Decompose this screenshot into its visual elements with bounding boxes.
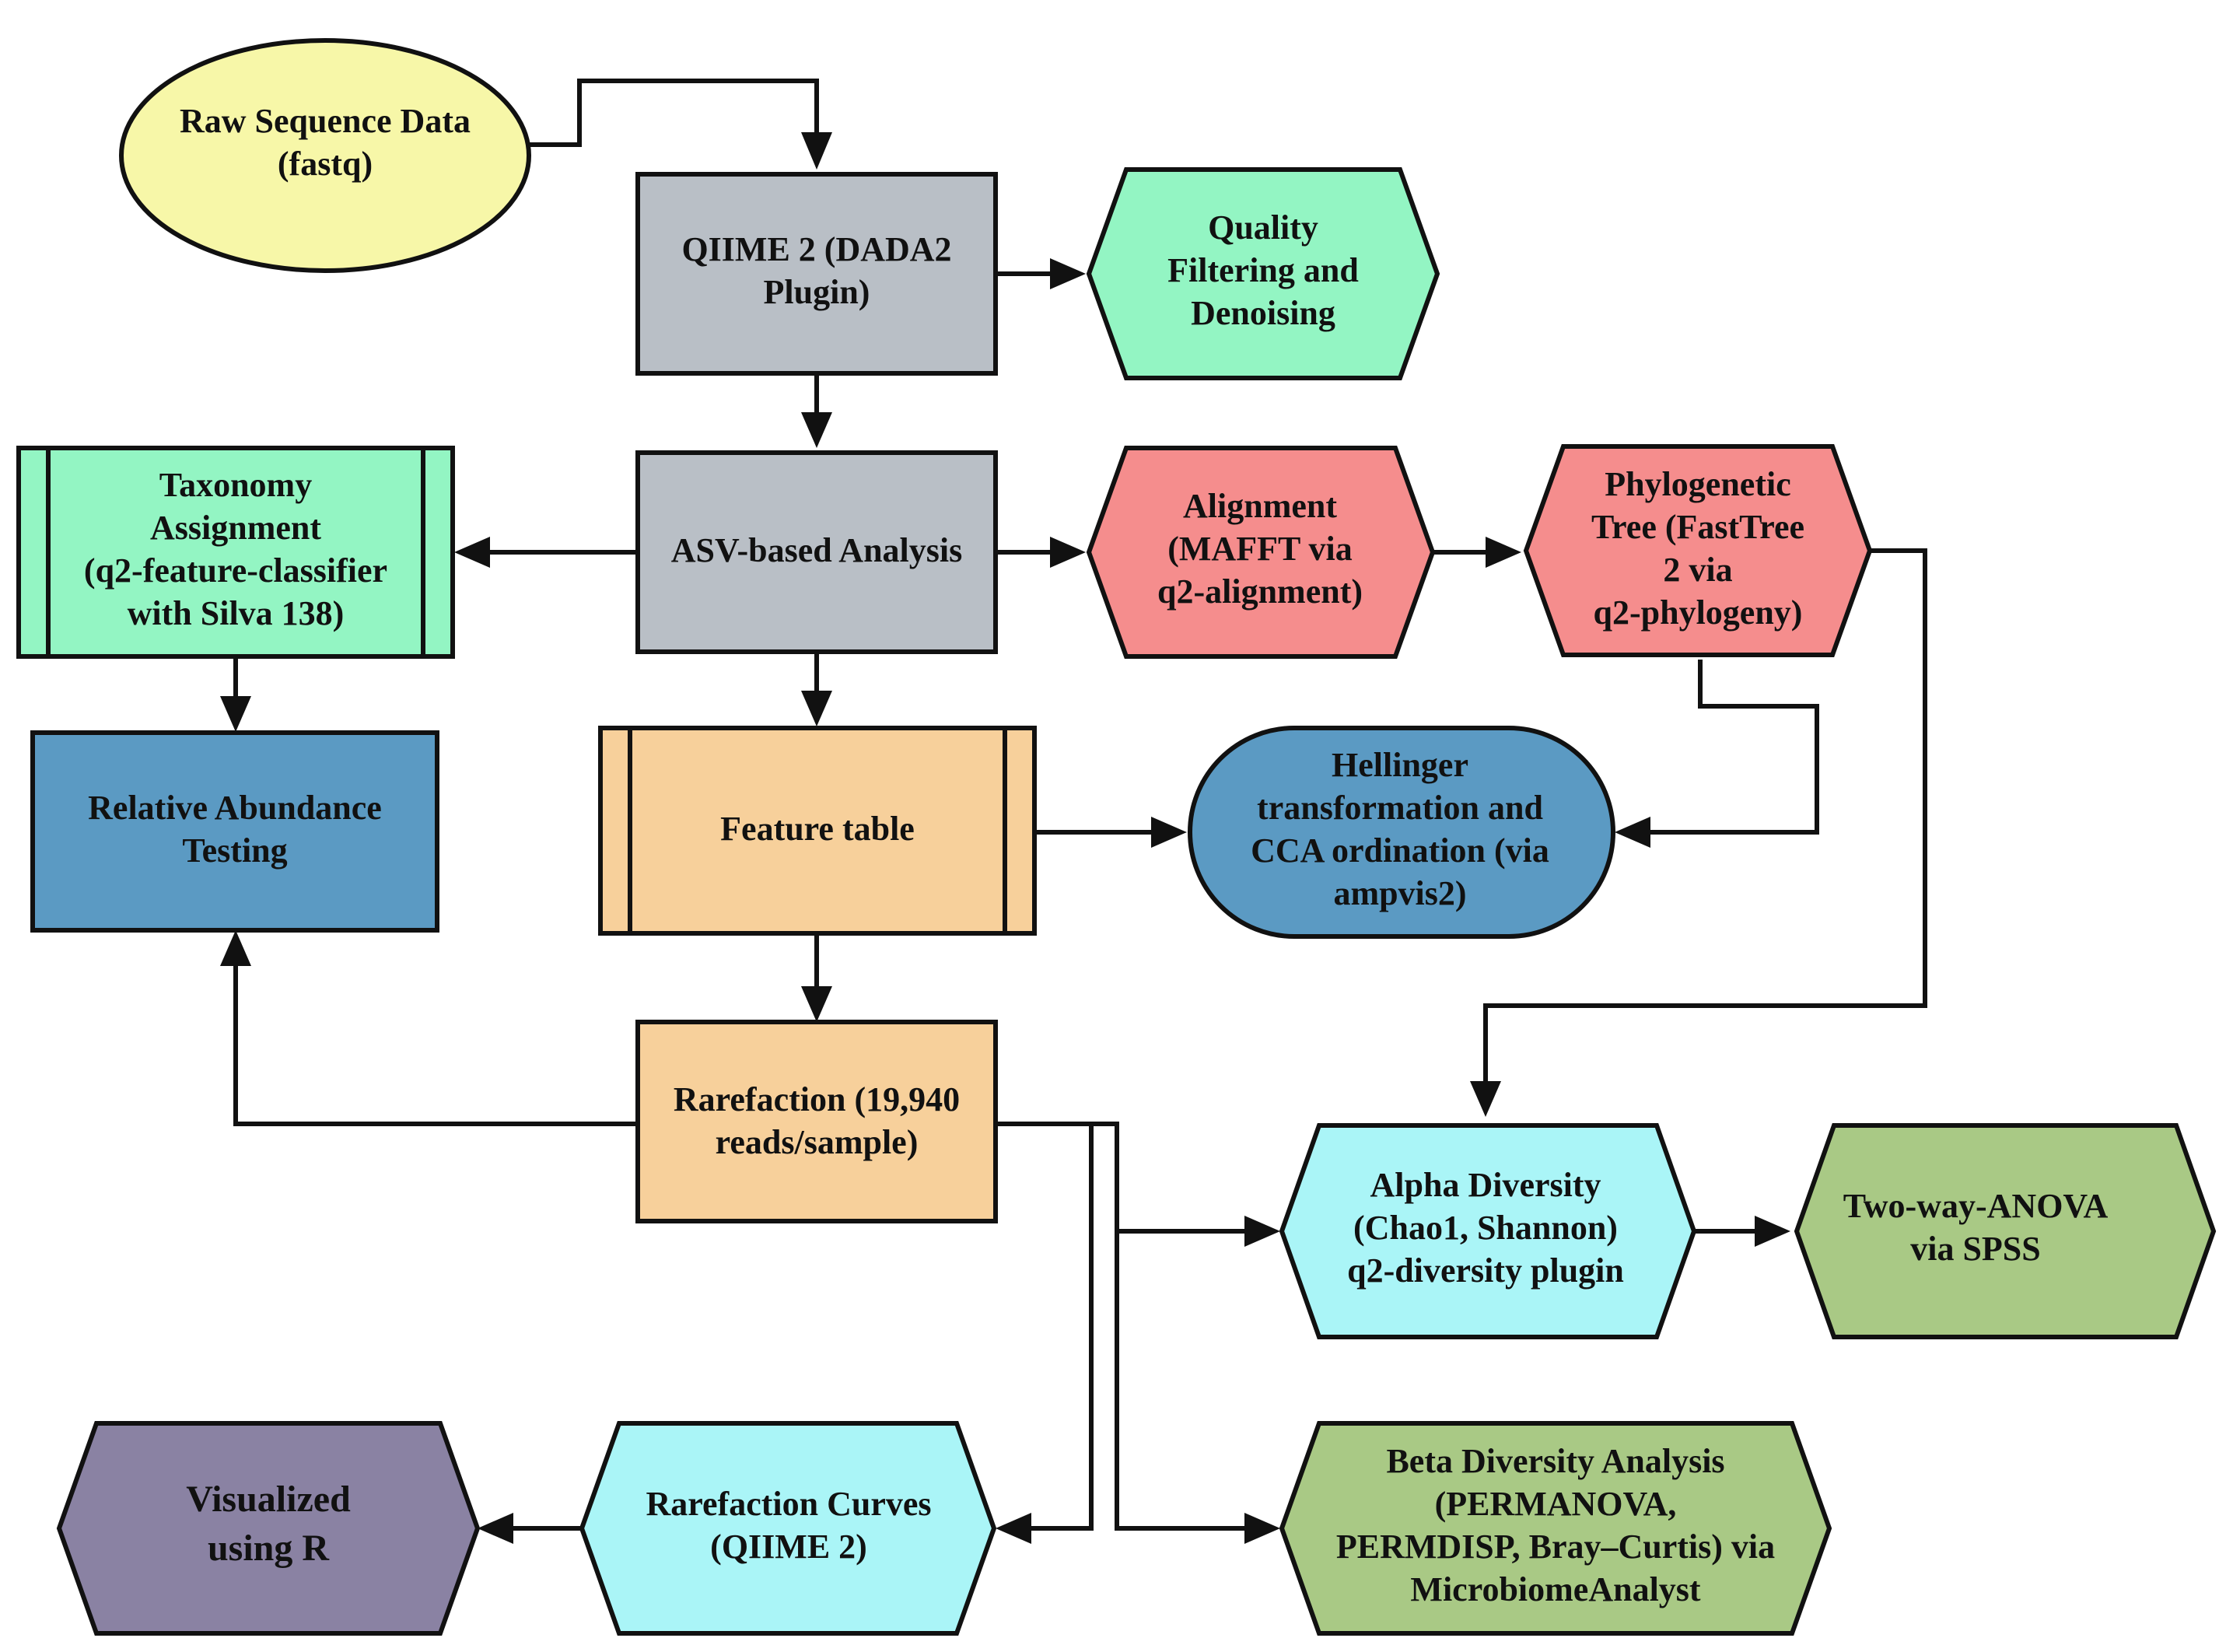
arrowhead — [1050, 258, 1086, 289]
node-label: with Silva 138) — [128, 594, 345, 632]
node-label: Testing — [182, 831, 287, 870]
node-label: Rarefaction Curves — [646, 1485, 932, 1523]
asv-box — [635, 450, 998, 654]
node-label: Plugin) — [764, 273, 870, 311]
arrowhead — [801, 132, 832, 170]
edge-phylogeny-to-alpha — [1483, 548, 1927, 1097]
node-raw-sequence-data: Raw Sequence Data (fastq) — [119, 38, 531, 273]
arrowhead — [1151, 817, 1187, 848]
node-label: QIIME 2 (DADA2 — [681, 230, 951, 268]
arrowhead — [478, 1513, 513, 1544]
node-label: Assignment — [150, 509, 321, 547]
node-label: (QIIME 2) — [710, 1528, 867, 1566]
arrowhead — [1615, 817, 1650, 848]
node-feature-table: Feature table — [598, 726, 1037, 936]
node-alpha-diversity: Alpha Diversity (Chao1, Shannon) q2-dive… — [1279, 1123, 1697, 1339]
node-visualized-using-r: Visualized using R — [56, 1421, 481, 1636]
node-rarefaction: Rarefaction (19,940 reads/sample) — [635, 1020, 998, 1223]
node-label: reads/sample) — [716, 1123, 919, 1161]
node-label: ASV-based Analysis — [671, 531, 963, 569]
arrowhead — [1244, 1216, 1280, 1247]
taxonomy-box — [16, 446, 455, 659]
node-label: (fastq) — [278, 145, 373, 183]
node-label: Hellinger — [1332, 746, 1468, 784]
edge-rarefaction-to-curves — [998, 1122, 1094, 1531]
arrowhead — [220, 930, 251, 966]
node-label: Quality — [1208, 208, 1318, 247]
node-label: q2-phylogeny) — [1594, 593, 1803, 632]
node-label: (PERMANOVA, — [1435, 1485, 1677, 1523]
node-quality-filtering: Quality Filtering and Denoising — [1086, 167, 1440, 380]
node-label: MicrobiomeAnalyst — [1410, 1570, 1700, 1608]
node-label: q2-alignment) — [1157, 572, 1363, 611]
hellinger-terminal — [1188, 726, 1615, 939]
rarefaction-box — [635, 1020, 998, 1223]
node-label: PERMDISP, Bray–Curtis) via — [1336, 1528, 1775, 1566]
phylogeny-hexagon — [1523, 444, 1873, 657]
node-beta-diversity: Beta Diversity Analysis (PERMANOVA, PERM… — [1279, 1421, 1832, 1636]
node-label: Visualized — [186, 1479, 351, 1520]
raw-data-ellipse — [119, 38, 531, 273]
node-label: (MAFFT via — [1167, 530, 1353, 568]
arrowhead — [801, 412, 832, 448]
node-taxonomy-assignment: Taxonomy Assignment (q2-feature-classifi… — [16, 446, 455, 659]
node-label: ampvis2) — [1333, 874, 1466, 912]
arrowhead — [454, 537, 490, 568]
node-label: Relative Abundance — [88, 789, 382, 827]
feature-table-box — [598, 726, 1037, 936]
node-asv-analysis: ASV-based Analysis — [635, 450, 998, 654]
node-label: Alpha Diversity — [1370, 1166, 1601, 1204]
node-label: Two-way-ANOVA — [1843, 1187, 2109, 1225]
node-alignment: Alignment (MAFFT via q2-alignment) — [1086, 446, 1436, 659]
node-label: Alignment — [1183, 487, 1337, 525]
arrowhead — [1244, 1513, 1280, 1544]
qiime-box — [635, 172, 998, 376]
arrowhead — [1470, 1081, 1501, 1117]
edge-rarefaction-to-alpha-beta — [998, 1122, 1260, 1531]
arrowhead — [1486, 537, 1521, 568]
node-label: 2 via — [1663, 551, 1732, 589]
node-two-way-anova: Two-way-ANOVA via SPSS — [1794, 1123, 2217, 1339]
arrowhead — [996, 1513, 1031, 1544]
connector-lines — [220, 79, 1927, 1544]
node-label: CCA ordination (via — [1251, 831, 1549, 870]
node-rarefaction-curves: Rarefaction Curves (QIIME 2) — [579, 1421, 997, 1636]
node-relative-abundance: Relative Abundance Testing — [30, 730, 439, 933]
alpha-hexagon — [1279, 1123, 1697, 1339]
node-label: Phylogenetic — [1605, 465, 1791, 503]
relative-abundance-box — [30, 730, 439, 933]
node-hellinger-cca: Hellinger transformation and CCA ordinat… — [1188, 726, 1615, 939]
node-label: Rarefaction (19,940 — [674, 1080, 960, 1118]
node-phylogenetic-tree: Phylogenetic Tree (FastTree 2 via q2-phy… — [1523, 444, 1873, 657]
edge-raw-to-qiime — [525, 79, 819, 148]
edge-phylogeny-to-hellinger — [1635, 660, 1819, 835]
arrowhead — [1755, 1216, 1790, 1247]
visualized-hexagon — [56, 1421, 481, 1636]
node-label: Denoising — [1191, 294, 1335, 332]
alignment-hexagon — [1086, 446, 1436, 659]
rarefaction-curves-hexagon — [579, 1421, 997, 1636]
beta-hexagon — [1279, 1421, 1832, 1636]
anova-hexagon — [1794, 1123, 2217, 1339]
node-label: (q2-feature-classifier — [84, 551, 387, 590]
node-label: Feature table — [720, 810, 915, 848]
node-label: Filtering and — [1167, 251, 1359, 289]
quality-hexagon — [1086, 167, 1440, 380]
node-label: Tree (FastTree — [1591, 508, 1804, 546]
node-qiime2-dada2: QIIME 2 (DADA2 Plugin) — [635, 172, 998, 376]
node-label: via SPSS — [1910, 1230, 2041, 1268]
arrowhead — [220, 696, 251, 732]
node-label: transformation and — [1257, 789, 1543, 827]
node-label: q2-diversity plugin — [1347, 1251, 1624, 1290]
edge-rarefaction-to-relative — [233, 950, 636, 1126]
arrowhead — [801, 986, 832, 1022]
arrowhead — [801, 691, 832, 726]
node-label: (Chao1, Shannon) — [1353, 1209, 1618, 1247]
node-label: Raw Sequence Data — [180, 102, 471, 140]
node-label: using R — [208, 1528, 330, 1569]
node-label: Taxonomy — [159, 466, 312, 504]
arrowhead — [1050, 537, 1086, 568]
node-label: Beta Diversity Analysis — [1386, 1442, 1724, 1480]
